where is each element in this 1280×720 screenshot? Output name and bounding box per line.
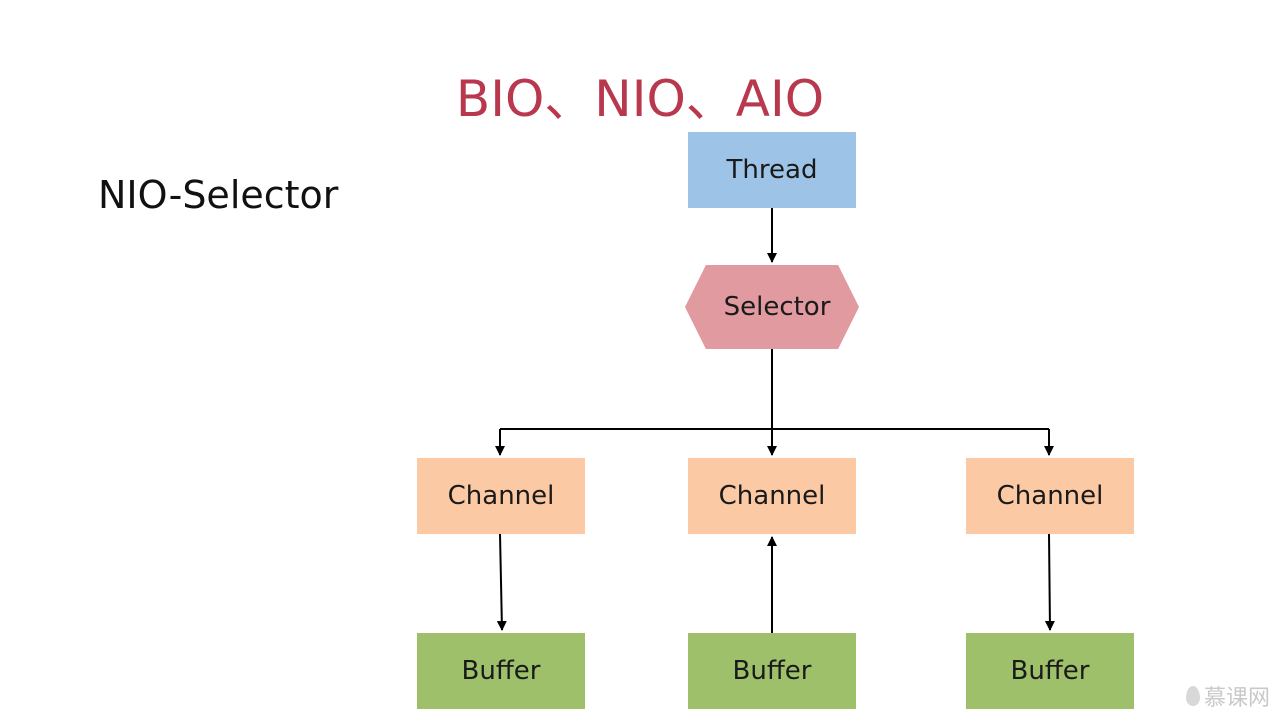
buffer-node-2: Buffer — [688, 633, 856, 709]
flame-logo-icon — [1185, 686, 1200, 706]
watermark-text: 慕课网 — [1203, 686, 1270, 711]
channel-node-1: Channel — [417, 458, 585, 534]
watermark: 慕课网 — [1185, 680, 1270, 712]
slide-subtitle: NIO-Selector — [98, 173, 339, 217]
arrow-channel-3-to-buffer-3 — [1044, 533, 1055, 631]
arrow-channel-1-to-buffer-1 — [496, 533, 507, 631]
selector-node: Selector — [685, 265, 859, 349]
buffer-node-3: Buffer — [966, 633, 1134, 709]
selector-label: Selector — [723, 292, 831, 322]
slide-title: BIO、NIO、AIO — [455, 70, 825, 128]
buffer-node-1: Buffer — [417, 633, 585, 709]
thread-node: Thread — [688, 132, 856, 208]
channel-node-3: Channel — [966, 458, 1134, 534]
channel-node-2: Channel — [688, 458, 856, 534]
